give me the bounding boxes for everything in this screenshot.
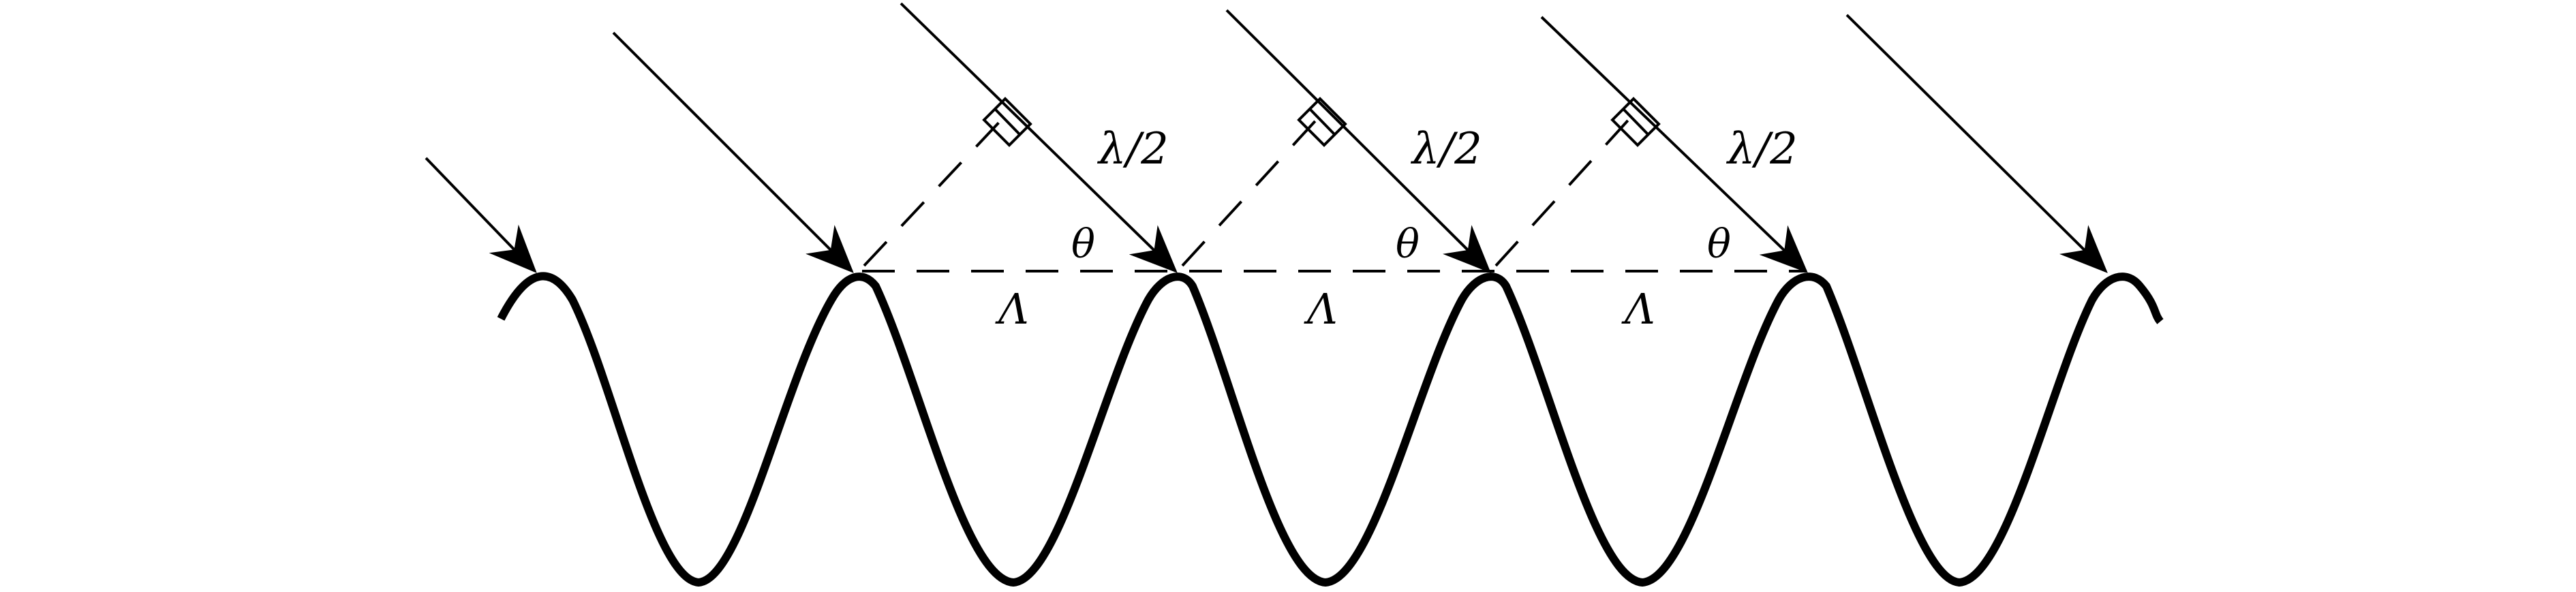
incident-ray-3 (900, 2, 1178, 273)
half-wavelength-label-1: λ/2 (1097, 124, 1169, 174)
angle-label-2: θ (1396, 221, 1420, 267)
angle-label-1: θ (1071, 221, 1095, 267)
half-wavelength-label-3: λ/2 (1726, 124, 1798, 174)
perpendicular-dashed-3 (1494, 114, 1634, 267)
perpendicular-dashed-2 (1181, 114, 1321, 267)
period-label-2: Λ (1304, 284, 1338, 334)
incident-ray-5 (1540, 16, 1808, 273)
incident-ray-1 (425, 157, 537, 273)
perpendicular-dashed-1 (863, 114, 1007, 267)
period-label-1: Λ (995, 284, 1029, 334)
incident-ray-2 (612, 31, 854, 273)
grating-surface-wave (497, 272, 2164, 587)
right-angle-marker-2 (1297, 97, 1347, 147)
angle-label-3: θ (1707, 221, 1731, 267)
incident-ray-4 (1225, 9, 1491, 273)
period-label-3: Λ (1621, 284, 1655, 334)
right-angle-marker-1 (982, 97, 1032, 147)
incident-ray-6 (1845, 14, 2108, 273)
right-angle-marker-3 (1610, 97, 1661, 147)
half-wavelength-label-2: λ/2 (1410, 124, 1482, 174)
